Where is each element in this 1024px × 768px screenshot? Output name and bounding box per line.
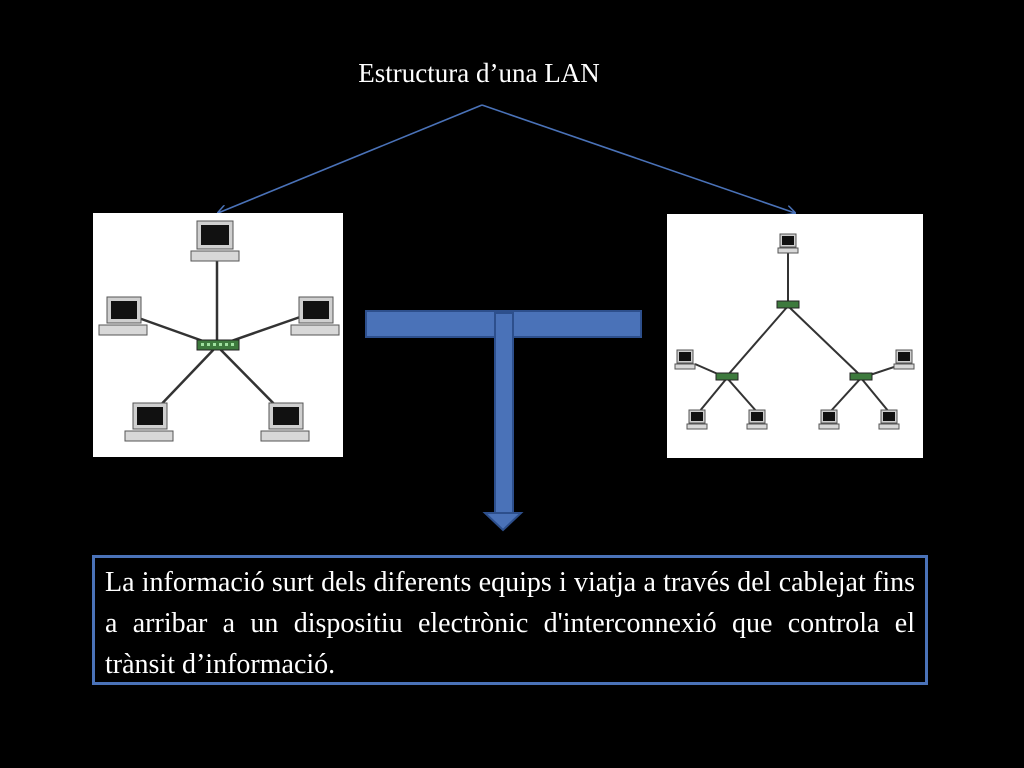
hub-switch xyxy=(196,339,240,351)
hub-switch xyxy=(715,372,739,381)
tree-topology-svg xyxy=(674,233,915,430)
star-topology-svg xyxy=(98,220,340,442)
computer-icon xyxy=(190,220,240,262)
caption-text: La informació surt dels diferents equips… xyxy=(105,567,915,680)
t-arrow-stem xyxy=(494,312,514,514)
computer-icon xyxy=(98,296,148,336)
computer-icon xyxy=(124,402,174,442)
computer-icon xyxy=(878,409,900,430)
computer-icon xyxy=(686,409,708,430)
slide-title: Estructura d’una LAN xyxy=(358,58,600,88)
t-shaped-arrow xyxy=(365,310,642,532)
hub-switch xyxy=(849,372,873,381)
computer-icon xyxy=(674,349,696,370)
computer-icon xyxy=(260,402,310,442)
caption-box: La informació surt dels diferents equips… xyxy=(92,555,928,685)
star-topology-diagram xyxy=(93,213,343,457)
tree-topology-diagram xyxy=(667,214,923,458)
computer-icon xyxy=(893,349,915,370)
computer-icon xyxy=(777,233,799,254)
arrow-to-tree xyxy=(481,104,795,213)
computer-icon xyxy=(290,296,340,336)
t-arrow-head xyxy=(482,512,524,532)
computer-icon xyxy=(818,409,840,430)
hub-switch xyxy=(776,300,800,309)
computer-icon xyxy=(746,409,768,430)
arrow-to-star xyxy=(218,104,483,213)
